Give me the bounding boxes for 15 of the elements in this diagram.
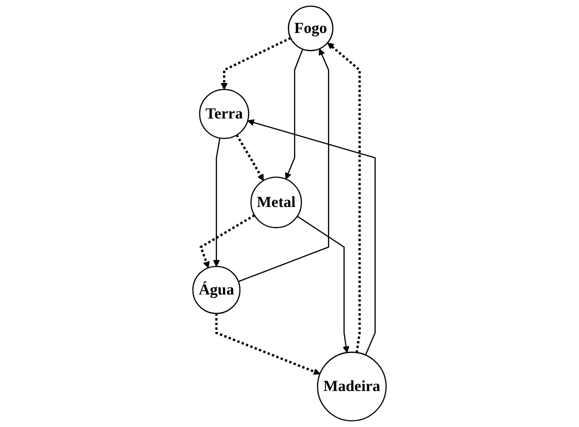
node-circle: Fogo <box>288 6 334 52</box>
arrow <box>285 48 304 180</box>
arrow <box>215 313 320 375</box>
node-circle: Terra <box>199 88 250 139</box>
arrow <box>212 138 220 267</box>
arrow <box>238 48 330 282</box>
node-circle: Metal <box>250 176 302 228</box>
node-circle: Água <box>192 266 240 314</box>
arrow <box>247 119 376 356</box>
arrow <box>220 36 292 90</box>
node-circle: Madeira <box>316 352 387 422</box>
arrow <box>236 134 264 181</box>
arrow <box>199 214 256 268</box>
arrow <box>296 216 350 353</box>
arrow <box>327 42 361 353</box>
